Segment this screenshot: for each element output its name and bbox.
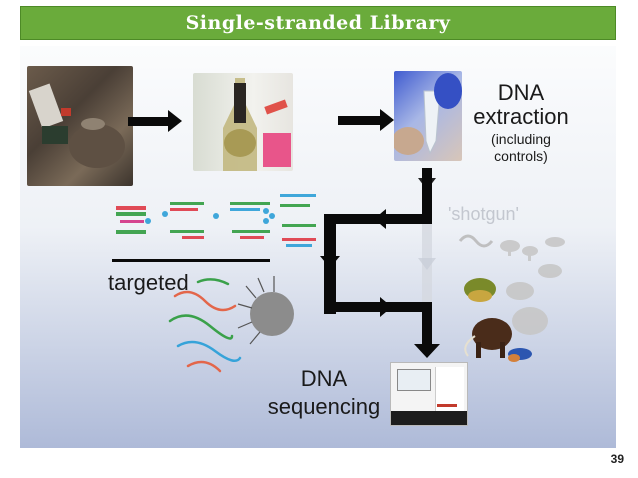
dna-sequencing-label: DNA sequencing [256, 368, 392, 418]
library-prep-diagram [116, 194, 316, 373]
title-bar: Single-stranded Library [20, 6, 616, 40]
page-number: 39 [610, 452, 624, 466]
flow-arrows [112, 109, 440, 358]
sequencer-stripe [437, 404, 457, 407]
dna-extraction-line-4: controls) [494, 148, 548, 164]
dna-extraction-line-1: DNA [497, 80, 545, 105]
organisms-illustration [458, 234, 565, 362]
dna-sequencing-line-2: sequencing [267, 394, 381, 419]
dna-extraction-line-2: extraction [473, 104, 569, 129]
workflow-figure: DNA extraction (including controls) [20, 46, 616, 448]
extraction-tube-photo [394, 71, 462, 161]
soil-sampling-photo [27, 66, 133, 186]
targeted-label: targeted [108, 270, 189, 295]
shotgun-label: 'shotgun' [448, 204, 519, 224]
sequencer-screen [397, 369, 431, 391]
flask-photo [193, 73, 293, 171]
slide-title: Single-stranded Library [185, 12, 451, 34]
dna-extraction-label: DNA extraction (including controls) [466, 80, 576, 164]
sequencer-machine [390, 362, 468, 426]
sequencer-base [391, 411, 467, 425]
dna-sequencing-line-1: DNA [300, 366, 348, 391]
dna-extraction-line-3: (including [491, 131, 551, 147]
